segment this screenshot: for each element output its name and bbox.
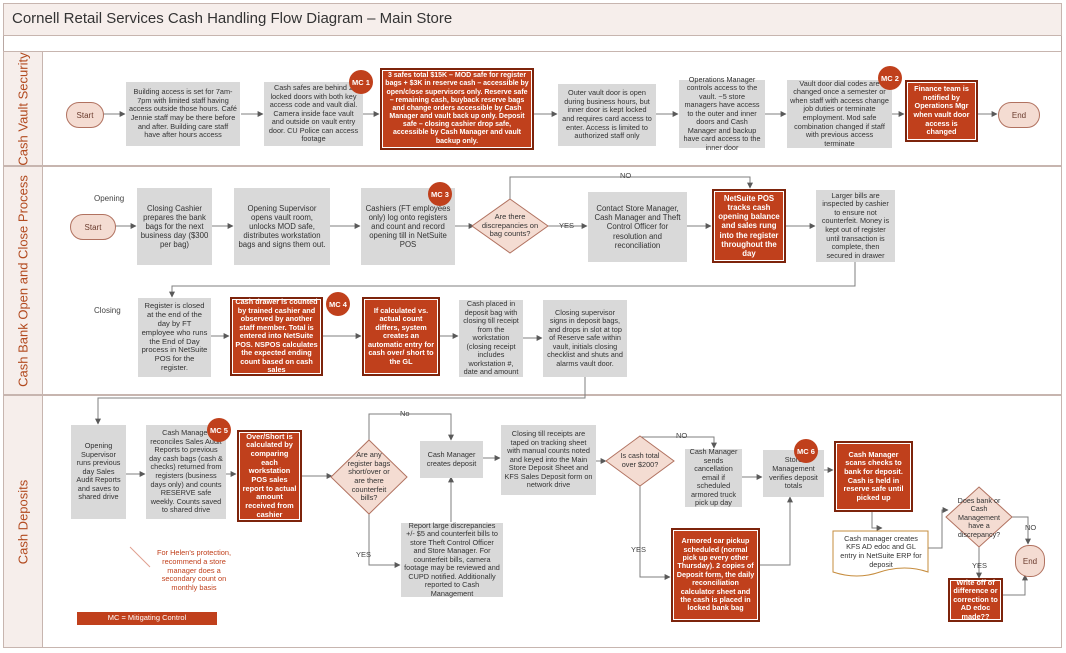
decision-d4 xyxy=(945,486,1013,548)
step-building-access: Building access is set for 7am-7pm with … xyxy=(126,82,240,146)
step-closing-supervisor-signs: Closing supervisor signs in deposit bags… xyxy=(543,300,627,377)
no-label-d2: No xyxy=(400,409,410,418)
step-larger-bills-inspected: Larger bills are inspected by cashier to… xyxy=(816,190,895,262)
start-terminal-2: Start xyxy=(70,214,116,240)
mc5-badge: MC 5 xyxy=(207,418,231,442)
no-label-d3: NO xyxy=(676,431,688,440)
mc4-badge: MC 4 xyxy=(326,292,350,316)
yes-label-d4: YES xyxy=(972,561,988,570)
decision-cash-over-200-text: Is cash total over $200? xyxy=(620,451,660,469)
lane-header-vault: Cash Vault Security xyxy=(4,52,43,165)
yes-label-d3: YES xyxy=(631,545,647,554)
opening-label: Opening xyxy=(94,194,125,203)
decision-d3 xyxy=(605,435,675,487)
step-closing-till-receipts: Closing till receipts are taped on track… xyxy=(501,425,596,495)
yes-label-d2: YES xyxy=(356,550,372,559)
mc3-badge: MC 3 xyxy=(428,182,452,206)
control-netsuite-tracks: NetSuite POS tracks cash opening balance… xyxy=(712,189,786,263)
step-outer-vault-door: Outer vault door is open during business… xyxy=(558,84,656,146)
control-finance-notified: Finance team is notified by Operations M… xyxy=(905,80,978,142)
closing-label: Closing xyxy=(94,306,121,315)
mc1-badge: MC 1 xyxy=(349,70,373,94)
end-terminal-3: End xyxy=(1015,545,1045,577)
document-shape-p11 xyxy=(832,530,929,577)
no-label-d1: NO xyxy=(620,171,632,180)
step-operations-manager-access: Operations Manager controls access to th… xyxy=(679,75,765,152)
start-terminal-1: Start xyxy=(66,102,104,128)
decision-d1 xyxy=(471,198,549,254)
page-title: Cornell Retail Services Cash Handling Fl… xyxy=(12,10,453,27)
arrow-d4-no-end3 xyxy=(1012,516,1031,545)
decision-bags-short-over-text: Are any register bags short/over or are … xyxy=(347,450,391,503)
legend-mitigating-control: MC = Mitigating Control xyxy=(77,612,217,625)
step-kfs-ad-edoc: Cash manager creates KFS AD edoc and GL … xyxy=(840,533,922,569)
arrow-p12-end3 xyxy=(1003,574,1028,596)
step-closing-cashier-prepares: Closing Cashier prepares the bank bags f… xyxy=(137,188,212,265)
lane-header-bank: Cash Bank Open and Close Process xyxy=(4,167,43,394)
arrow-d1-no-o5 xyxy=(509,176,753,199)
control-cash-drawer-counted: Cash drawer is counted by trained cashie… xyxy=(230,297,323,376)
control-armored-car-pickup: Armored car pickup scheduled (normal pic… xyxy=(671,528,760,622)
step-opening-supervisor-vault: Opening Supervisor opens vault room, unl… xyxy=(234,188,330,265)
arrow-c5-p1 xyxy=(95,375,586,425)
step-register-closed: Register is closed at the end of the day… xyxy=(138,298,211,377)
decision-bank-discrepancy-text: Does bank or Cash Management have a disc… xyxy=(958,496,1001,538)
control-safes-total: 3 safes total $15K – MOD safe for regist… xyxy=(380,68,534,150)
note-helens-protection: For Helen's protection, recommend a stor… xyxy=(156,548,232,592)
step-cash-safes-locked: Cash safes are behind 2 locked doors wit… xyxy=(264,82,363,146)
end-terminal-1: End xyxy=(998,102,1040,128)
lane-header-deposits: Cash Deposits xyxy=(4,396,43,647)
control-write-off: Write off of difference or correction to… xyxy=(948,578,1003,622)
arrow-d2-yes-p5 xyxy=(368,513,401,568)
helen-note-marker xyxy=(129,546,151,568)
decision-d2 xyxy=(330,439,408,515)
step-dial-codes-changed: Vault door dial codes are changed once a… xyxy=(787,79,892,148)
step-cash-manager-creates-deposit: Cash Manager creates deposit xyxy=(420,441,483,478)
arrow-d2-no-p4 xyxy=(368,413,454,441)
title-band: Cornell Retail Services Cash Handling Fl… xyxy=(3,3,1062,36)
control-over-short-calculated: Over/Short is calculated by comparing ea… xyxy=(237,430,302,522)
control-scan-checks: Cash Manager scans checks to bank for de… xyxy=(834,441,913,512)
no-label-d4: NO xyxy=(1025,523,1037,532)
arrow-p10-p11 xyxy=(871,512,883,531)
step-report-discrepancies: Report large discrepancies +/- $5 and co… xyxy=(401,521,503,598)
yes-label-d1: YES xyxy=(559,221,575,230)
step-cancellation-email: Cash Manager sends cancellation email if… xyxy=(685,447,742,507)
arrow-o6-c1 xyxy=(169,262,856,298)
step-sales-audit-reports: Opening Supervisor runs previous day Sal… xyxy=(71,425,126,519)
control-over-short-entry: If calculated vs. actual count differs, … xyxy=(362,297,440,376)
mc6-badge: MC 6 xyxy=(794,439,818,463)
step-deposit-bag: Cash placed in deposit bag with closing … xyxy=(459,299,523,377)
mc2-badge: MC 2 xyxy=(878,66,902,90)
arrow-p8-p9 xyxy=(760,496,793,566)
arrow-d3-yes-p8 xyxy=(639,486,671,580)
decision-bag-discrepancies-text: Are there discrepancies on bag counts? xyxy=(481,211,539,239)
step-contact-store-manager: Contact Store Manager, Cash Manager and … xyxy=(588,192,687,262)
step-cash-manager-reconciles: Cash Manager reconciles Sales Audit Repo… xyxy=(146,425,226,519)
arrow-p11-d4 xyxy=(928,507,949,549)
